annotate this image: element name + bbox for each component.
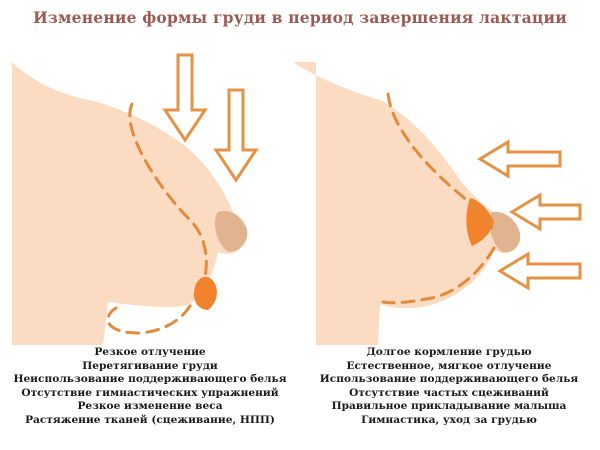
list-item: Перетягивание груди xyxy=(82,359,218,372)
left-arrow-1 xyxy=(477,139,562,179)
down-arrow-2 xyxy=(213,88,259,183)
left-lower-contour-dashed xyxy=(106,304,192,335)
list-item: Использование поддерживающего белья xyxy=(319,373,579,386)
list-item: Гимнастика, уход за грудью xyxy=(361,413,537,426)
list-item: Естественное, мягкое отлучение xyxy=(346,359,552,372)
right-gland xyxy=(466,198,494,246)
left-torso-skin xyxy=(12,62,245,345)
list-item: Резкое изменение веса xyxy=(77,400,223,413)
right-torso-skin xyxy=(293,62,518,345)
list-item: Правильное прикладывание малыша xyxy=(331,400,567,413)
list-item: Резкое отлучение xyxy=(94,346,206,358)
left-arrow-3 xyxy=(497,251,582,291)
sagging-force-arrows xyxy=(162,53,259,183)
left-arrow-2 xyxy=(509,192,582,232)
sagging-breast-figure xyxy=(12,62,248,345)
left-original-contour-dashed xyxy=(128,102,208,286)
list-item: Долгое кормление грудью xyxy=(366,346,532,358)
sagging-causes-list: Резкое отлучение Перетягивание груди Неи… xyxy=(0,346,300,428)
down-arrow-1 xyxy=(162,53,208,143)
right-upper-contour-dashed xyxy=(386,92,496,234)
left-gland xyxy=(193,276,217,310)
page-title: Изменение формы груди в период завершени… xyxy=(33,8,567,27)
list-item: Неиспользование поддерживающего белья xyxy=(13,373,287,386)
left-areola xyxy=(215,211,248,252)
list-item: Растяжение тканей (сцеживание, НПП) xyxy=(25,413,275,426)
right-areola xyxy=(490,211,521,253)
preserved-breast-figure xyxy=(293,62,521,345)
list-item: Отсутствие гимнастических упражнений xyxy=(21,386,279,399)
preservation-factors-list: Долгое кормление грудью Естественное, мя… xyxy=(298,346,600,428)
support-force-arrows xyxy=(477,139,582,291)
right-lower-contour-dashed xyxy=(381,246,496,305)
list-item: Отсутствие частых сцеживаний xyxy=(349,386,549,399)
